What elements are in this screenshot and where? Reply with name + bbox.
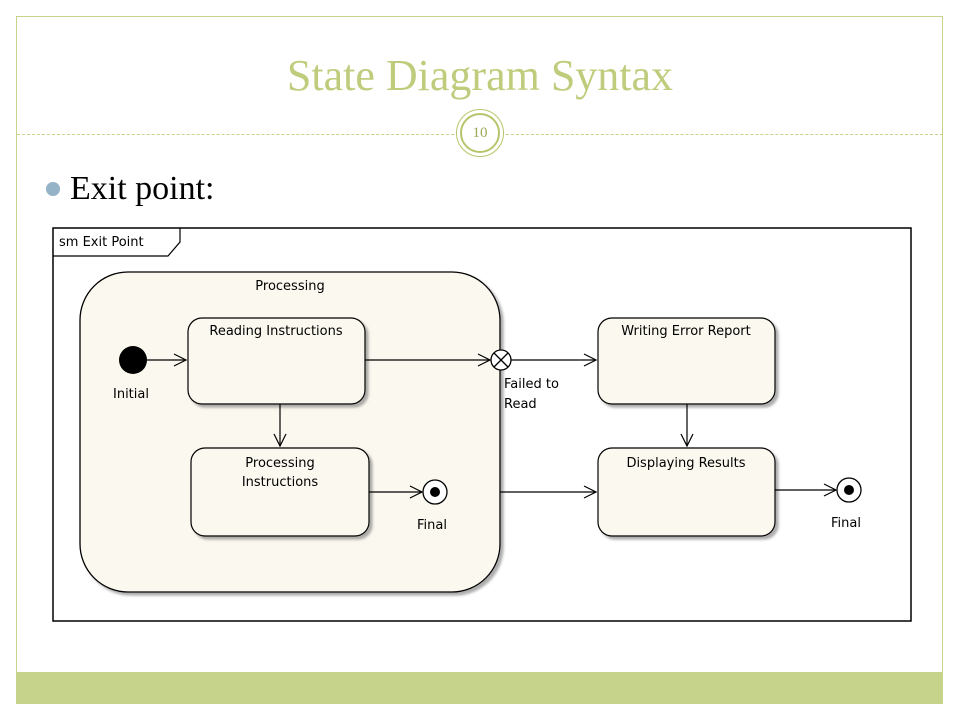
composite-state-label: Processing [255, 279, 324, 294]
initial-pseudostate [119, 346, 147, 374]
slide-title: State Diagram Syntax [286, 51, 674, 100]
exit-point-label-2: Read [504, 397, 537, 412]
initial-label: Initial [113, 387, 149, 402]
composite-state-processing [79, 271, 501, 593]
final-state-inner-dot [430, 487, 440, 497]
transition-exit-to-writing [511, 353, 598, 367]
frame-label: sm Exit Point [59, 235, 144, 250]
state-writing-error-label: Writing Error Report [621, 324, 750, 339]
transition-reading-to-exit [365, 353, 492, 367]
transition-processing-to-final [369, 485, 424, 499]
state-reading-instructions [187, 317, 366, 405]
final-outer-label: Final [831, 516, 861, 531]
transition-initial-to-reading [147, 353, 188, 367]
final-state-outer-dot [844, 485, 854, 495]
state-reading-label: Reading Instructions [209, 324, 342, 339]
final-inner-label: Final [417, 518, 447, 533]
frame-label-tab [53, 228, 181, 257]
page-number: 10 [460, 113, 500, 153]
state-processing-label-1: Processing [245, 456, 314, 471]
state-processing-label-2: Instructions [242, 475, 319, 490]
state-displaying-label: Displaying Results [626, 456, 745, 471]
exit-point-cross-b [493, 352, 509, 368]
transition-composite-to-displaying [500, 485, 598, 499]
transition-displaying-to-final [775, 483, 838, 497]
transition-writing-to-displaying [680, 404, 694, 448]
bullet-text: Exit point: [70, 170, 215, 207]
footer-bar [17, 672, 943, 704]
state-displaying-results [597, 447, 776, 537]
bullet-dot [46, 182, 60, 196]
transition-reading-to-processing [273, 404, 287, 448]
exit-point-label-1: Failed to [504, 377, 559, 392]
page-number-badge: 10 [456, 109, 504, 157]
